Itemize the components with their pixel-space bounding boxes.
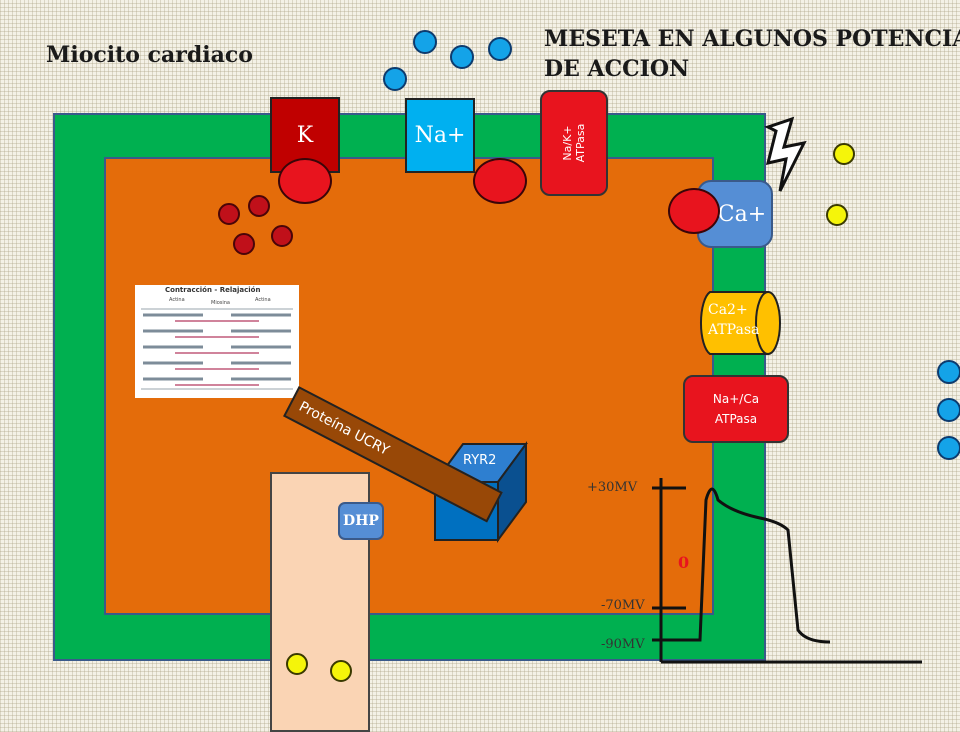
calcium-ion-tubule-2: [330, 660, 352, 682]
mv-label-minus70: -70MV: [601, 598, 645, 613]
k-channel-label: K: [296, 122, 314, 148]
page-title: Miocito cardiaco: [46, 42, 253, 68]
na-channel-label: Na+: [414, 123, 466, 148]
potassium-ion-4: [271, 225, 293, 247]
sodium-ion-4: [383, 67, 407, 91]
inset-label-actin-left: Actina: [169, 297, 185, 303]
heading-line-2: DE ACCION: [544, 56, 690, 82]
na-channel-gate: [473, 158, 527, 204]
calcium-ion-1: [833, 143, 855, 165]
na-k-atpase: Na/K+ ATPasa: [540, 90, 608, 196]
sodium-ion-3: [488, 37, 512, 61]
na-channel: Na+: [405, 98, 475, 173]
sodium-ion-7: [937, 436, 960, 460]
ca2-atpase-cylinder: [699, 291, 781, 355]
calcium-ion-tubule-1: [286, 653, 308, 675]
ca-channel-label: Ca+: [717, 201, 767, 227]
mv-label-zero: 0: [678, 553, 690, 572]
potassium-ion-3: [233, 233, 255, 255]
sodium-ion-2: [450, 45, 474, 69]
heading-line-1: MESETA EN ALGUNOS POTENCIA: [544, 26, 960, 52]
ca2-atpase-label: Ca2+ ATPasa: [708, 302, 760, 338]
inset-title: Contracción - Relajación: [165, 286, 261, 294]
mv-label-plus30: +30MV: [587, 480, 638, 495]
sarcomere-inset: Contracción - Relajación Actina Miosina …: [135, 285, 299, 398]
potassium-ion-1: [218, 203, 240, 225]
calcium-ion-2: [826, 204, 848, 226]
na-ca-atpase-label-2: ATPasa: [714, 412, 758, 426]
sodium-ion-1: [413, 30, 437, 54]
sodium-ion-5: [937, 360, 960, 384]
na-ca-atpase-label-1: Na+/Ca: [712, 392, 760, 406]
mv-label-minus90: -90MV: [601, 637, 645, 652]
na-ca-atpase: Na+/Ca ATPasa: [683, 375, 789, 443]
action-potential-graph: [652, 478, 922, 664]
ca-channel-gate: [668, 188, 720, 234]
inset-label-actin-right: Actina: [255, 297, 271, 303]
dhp-label: DHP: [343, 513, 379, 529]
ryr2-label: RYR2: [463, 453, 497, 468]
sodium-ion-6: [937, 398, 960, 422]
na-k-atpase-label: Na/K+ ATPasa: [561, 123, 587, 163]
potassium-ion-2: [248, 195, 270, 217]
sarcomere-diagram: [141, 308, 293, 390]
k-channel-gate: [278, 158, 332, 204]
lightning-bolt-icon: [764, 116, 807, 192]
action-potential-curve: [680, 487, 831, 644]
inset-label-myosin: Miosina: [211, 300, 230, 306]
dhp-receptor: DHP: [338, 502, 384, 540]
